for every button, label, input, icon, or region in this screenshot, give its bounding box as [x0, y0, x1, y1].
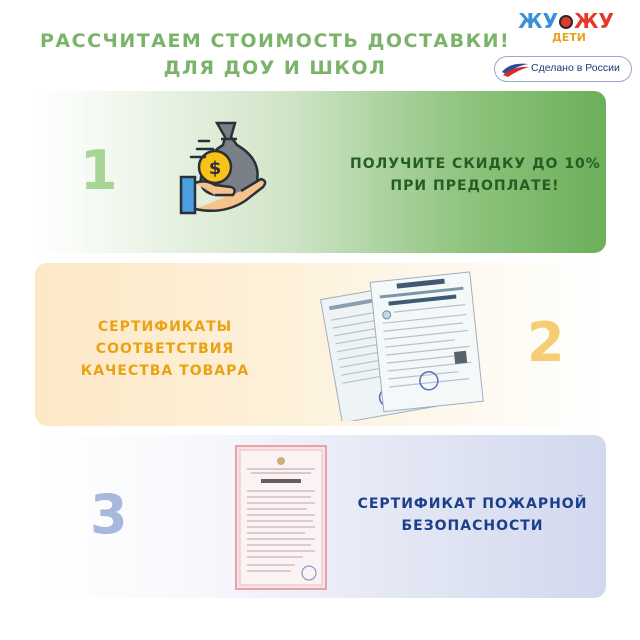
quality-text-line-2: СООТВЕТСТВИЯ — [95, 341, 235, 357]
logo-word-1: ЖУ — [518, 9, 558, 33]
discount-text-line-2: ПРИ ПРЕДОПЛАТЕ! — [390, 178, 560, 194]
card-number-1: 1 — [80, 139, 118, 202]
made-in-russia-badge: Сделано в России — [494, 56, 632, 82]
title-line-2: ДЛЯ ДОУ И ШКОЛ — [163, 57, 387, 79]
logo-wordmark: ЖУ ЖУ — [508, 10, 624, 32]
card-number-3: 3 — [90, 483, 128, 546]
title-line-1: РАССЧИТАЕМ СТОИМОСТЬ ДОСТАВКИ! — [40, 30, 511, 52]
logo-word-2: ЖУ — [574, 9, 614, 33]
fire-safety-text-line-1: СЕРТИФИКАТ ПОЖАРНОЙ — [357, 496, 588, 512]
svg-text:$: $ — [209, 158, 222, 179]
card-number-2: 2 — [527, 311, 565, 374]
brand-logo: ЖУ ЖУ ДЕТИ — [508, 10, 624, 44]
quality-certificates-card: СЕРТИФИКАТЫ СООТВЕТСТВИЯ КАЧЕСТВА ТОВАРА — [35, 263, 606, 426]
fire-safety-text: СЕРТИФИКАТ ПОЖАРНОЙ БЕЗОПАСНОСТИ — [355, 493, 590, 537]
fire-safety-text-line-2: БЕЗОПАСНОСТИ — [401, 518, 544, 534]
fire-safety-certificate-image — [235, 445, 327, 590]
conformity-certificates-image — [320, 271, 484, 421]
ladybug-icon — [559, 15, 573, 29]
page-title: РАССЧИТАЕМ СТОИМОСТЬ ДОСТАВКИ! ДЛЯ ДОУ И… — [40, 28, 510, 82]
quality-text-line-3: КАЧЕСТВА ТОВАРА — [80, 363, 250, 379]
logo-subtitle: ДЕТИ — [551, 31, 587, 44]
quality-text-line-1: СЕРТИФИКАТЫ — [97, 319, 233, 335]
discount-text-line-1: ПОЛУЧИТЕ СКИДКУ ДО 10% — [350, 156, 601, 172]
quality-certificates-text: СЕРТИФИКАТЫ СООТВЕТСТВИЯ КАЧЕСТВА ТОВАРА — [55, 316, 275, 382]
money-bag-hand-icon: $ — [179, 121, 267, 215]
russia-flag-icon — [502, 63, 529, 77]
discount-card: 1 $ ПОЛУЧИТЕ СКИДКУ ДО 10% ПРИ ПРЕДОПЛАТ… — [35, 91, 606, 253]
fire-safety-card: 3 СЕРТИФИКАТ ПОЖАРНОЙ БЕЗОПАСНОСТИ — [35, 435, 606, 598]
made-in-russia-label: Сделано в России — [531, 62, 620, 74]
discount-text: ПОЛУЧИТЕ СКИДКУ ДО 10% ПРИ ПРЕДОПЛАТЕ! — [350, 153, 600, 197]
